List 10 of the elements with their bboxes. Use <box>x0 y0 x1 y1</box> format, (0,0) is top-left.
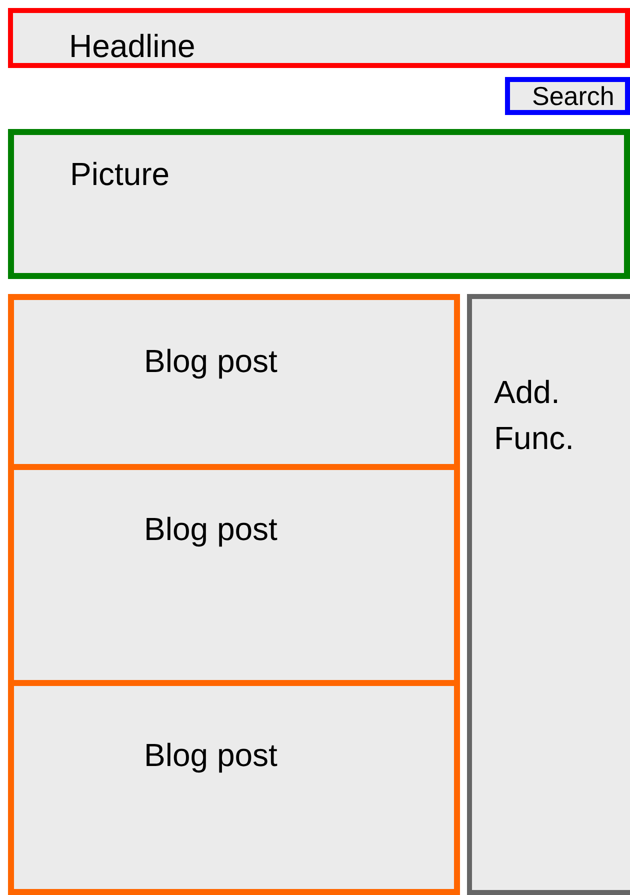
post-title: Blog post <box>144 342 278 381</box>
sidebar-panel <box>467 294 630 895</box>
search-button: Search <box>505 77 630 115</box>
post-title: Blog post <box>144 510 278 549</box>
headline-text: Headline <box>69 27 196 66</box>
picture-label: Picture <box>70 155 170 194</box>
header-panel <box>8 8 630 68</box>
post-title: Blog post <box>144 736 278 775</box>
picture-panel <box>8 129 630 279</box>
sidebar-text: Add. Func. <box>494 373 576 458</box>
